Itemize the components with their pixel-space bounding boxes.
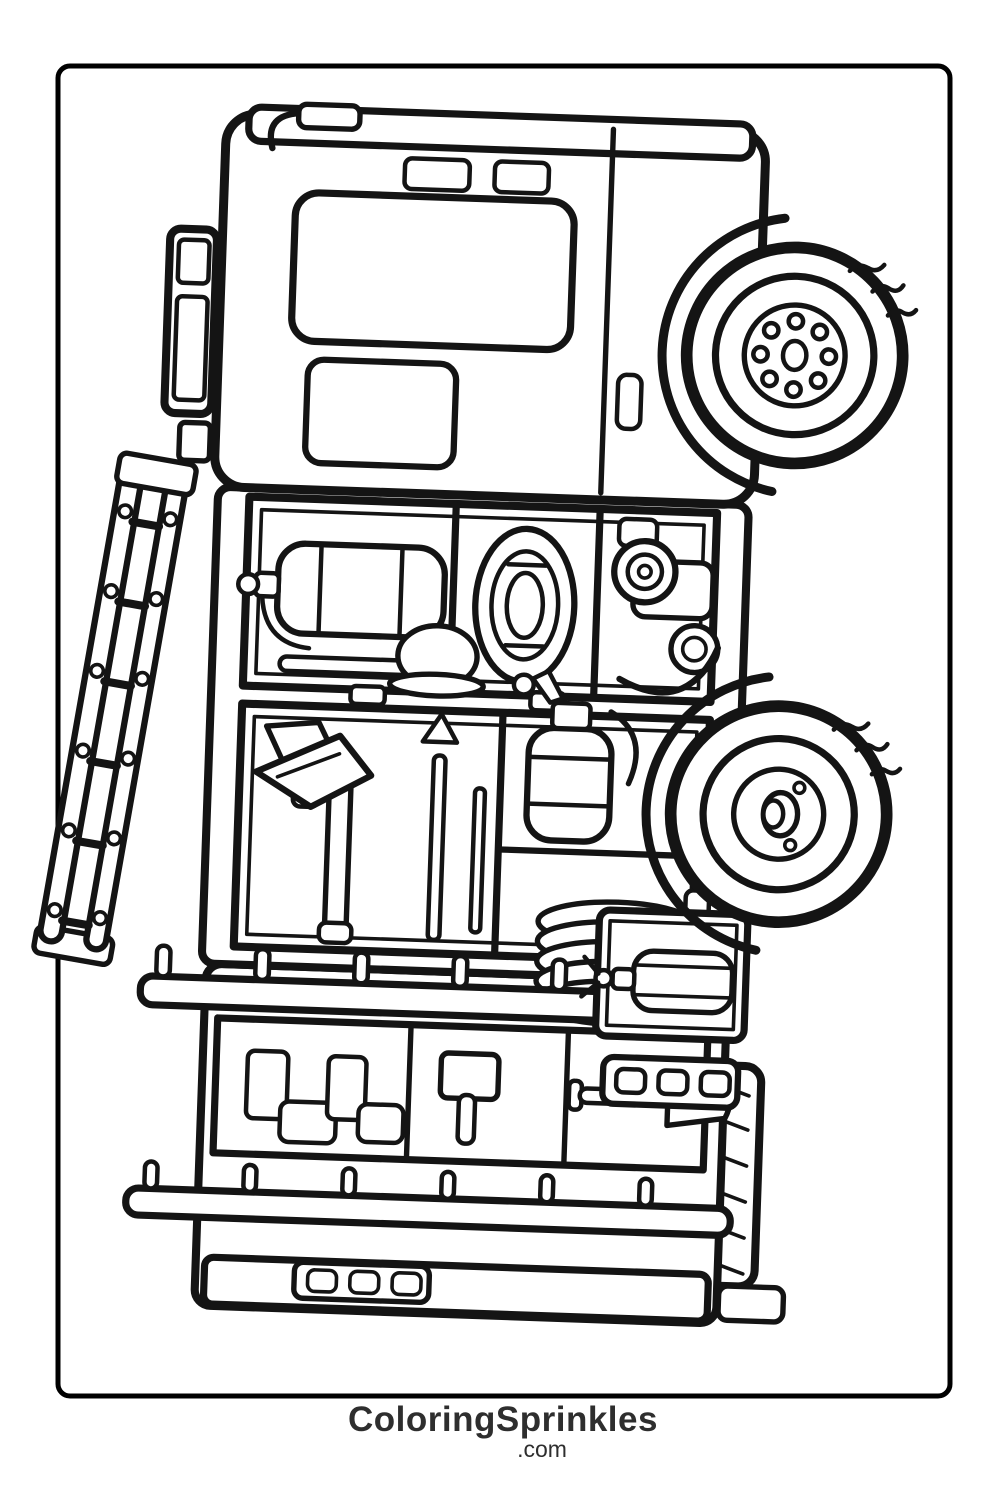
side-light-panel [599,1053,742,1111]
hose-curve [616,644,721,696]
rear-wheel [641,672,903,955]
fire-helmet [386,623,486,699]
rack-rail [122,943,738,1239]
rack-posts [154,943,668,996]
mallet [437,1050,502,1146]
lug-nuts [751,311,839,400]
page-frame [55,63,953,1399]
footer-logo: ColoringSprinkles .com [0,1402,1006,1461]
equipment-bay-front [236,492,722,714]
fire-extinguisher-upright [523,668,639,845]
tire-tread [831,721,903,777]
tail-face [199,1253,712,1325]
side-mirror [267,101,363,152]
cab-window-rear [302,356,460,471]
front-bumper [245,103,757,162]
cab-window-front [288,189,578,354]
door-handle [614,372,644,432]
fire-axe [252,732,375,946]
brand-text: ColoringSprinkles [348,1400,658,1439]
beacon-box [176,419,214,464]
front-wheel [657,213,919,497]
brand-domain-suffix: .com [517,1436,567,1462]
fire-extinguisher-horizontal [236,540,448,651]
exhaust-stack [715,1283,787,1325]
side-box-extinguisher [579,906,752,1045]
rack-posts [142,1159,655,1208]
rope-coil [472,525,578,697]
roof-ladder [31,450,199,967]
light-bar [160,224,221,418]
tire-tread [847,262,919,318]
hood-vent [402,156,473,193]
door-seam [598,126,617,496]
hood-vent [492,159,552,196]
hose-couplings [611,516,721,696]
boots [243,1048,406,1146]
rear-fender [641,672,774,955]
pike-pole [420,711,488,943]
front-fender [657,213,790,497]
